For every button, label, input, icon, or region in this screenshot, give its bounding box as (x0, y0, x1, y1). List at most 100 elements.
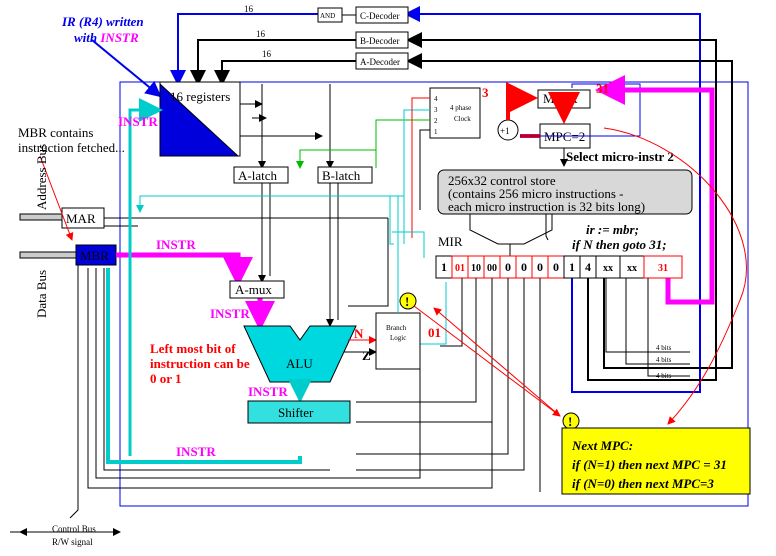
exclaim-text-1: ! (405, 294, 409, 309)
register-out-lines (240, 84, 334, 169)
mir-field-value: 0 (553, 260, 559, 274)
datapath-frame (119, 81, 749, 507)
b-decoder-box (355, 31, 409, 49)
mbr-contains-2: instruction fetched... (18, 140, 125, 155)
ir-mbr-line2: if N then goto 31; (572, 237, 667, 252)
next-mpc-title: Next MPC: (571, 438, 633, 453)
ir-written-arrow (91, 39, 162, 98)
control-bus-label-1: Control Bus (52, 524, 96, 534)
mir-field-value: xx (603, 263, 613, 274)
bits-label-3: 4 bits (656, 372, 672, 380)
left-most-3: 0 or 1 (150, 371, 182, 386)
mir-field-value: 1 (441, 260, 447, 274)
latch-down-lines (258, 183, 339, 327)
mir-field-value: 00 (487, 263, 497, 274)
control-store-box (437, 169, 693, 215)
next-mpc-line2: if (N=0) then next MPC=3 (572, 476, 714, 491)
exclaim-text-2: ! (568, 414, 572, 429)
shifter-box (247, 400, 351, 424)
a-decoder-width: 16 (262, 49, 272, 59)
bus-lines (10, 213, 388, 536)
control-store-funnel (469, 214, 553, 256)
clock-label-1: 4 phase (450, 104, 471, 112)
b-decoder-label: B-Decoder (360, 36, 399, 46)
a-latch-box (233, 166, 289, 184)
c-decoder-width: 16 (244, 4, 254, 14)
next-mpc-line1: if (N=1) then next MPC = 31 (572, 457, 727, 472)
ir-written-label-1: IR (R4) written (61, 14, 144, 29)
c-decoder-box (355, 6, 409, 24)
plus-one-label: +1 (500, 126, 510, 136)
clock-lines (136, 97, 430, 238)
alu-n-label: N (354, 326, 364, 341)
a-latch-label: A-latch (238, 168, 277, 183)
clock-box (429, 87, 481, 139)
mmux-lines (506, 82, 641, 167)
instr-label-4: INSTR (248, 384, 288, 399)
c-decoder-label: C-Decoder (360, 11, 399, 21)
branch-logic-label-1: Branch (386, 324, 407, 332)
clock-phase-2: 2 (434, 117, 438, 125)
clock-label-2: Clock (454, 115, 471, 123)
mir-field-value: 01 (455, 263, 465, 274)
clock-phase-4: 4 (434, 95, 438, 103)
b-decoder-width: 16 (256, 29, 266, 39)
a-mux-label: A-mux (235, 282, 272, 297)
alu-label: ALU (286, 356, 313, 371)
left-most-2: instruction can be (150, 356, 250, 371)
control-store-line3: each micro instruction is 32 bits long) (448, 199, 645, 214)
bits-label-2: 4 bits (656, 356, 672, 364)
mir-field-value: 0 (521, 260, 527, 274)
alu-shape (243, 325, 357, 383)
branch-logic-label-2: Logic (390, 334, 406, 342)
mir-field-value: 10 (471, 263, 481, 274)
register-file (159, 81, 241, 157)
mir-field-value: 0 (505, 260, 511, 274)
mir-field-value: 4 (585, 260, 591, 274)
mbr-label: MBR (80, 248, 109, 263)
instr-label-1: INSTR (118, 114, 158, 129)
decoder-lines (170, 6, 733, 393)
data-bus-label: Data Bus (34, 270, 49, 318)
branch-01-label: 01 (428, 325, 441, 340)
clock-phase-1: 1 (434, 128, 438, 136)
address-bus-label: Address Bus (34, 144, 49, 210)
red-pointer-lines (413, 127, 747, 425)
mbr-contains-arrow (39, 155, 74, 241)
control-store-line1: 256x32 control store (448, 173, 556, 188)
b-latch-box (317, 166, 373, 184)
mar-label: MAR (66, 211, 96, 226)
mir-label: MIR (438, 234, 463, 249)
mir-field-value: 1 (569, 260, 575, 274)
a-decoder-label: A-Decoder (360, 57, 400, 67)
ir-mbr-line1: ir := mbr; (586, 222, 639, 237)
instr-label-2: INSTR (156, 237, 196, 252)
instr-label-3: INSTR (210, 306, 250, 321)
mmux-31-label: 31 (596, 81, 609, 96)
mir-field-value: xx (627, 263, 637, 274)
a-decoder-box (355, 52, 409, 70)
bits-label-1: 4 bits (656, 344, 672, 352)
registers-label: 16 registers (170, 89, 230, 104)
shifter-label: Shifter (278, 405, 314, 420)
mir-field-value: 0 (537, 260, 543, 274)
mmux-label: Mmux (543, 91, 578, 106)
mir-field-value: 31 (658, 263, 668, 274)
left-most-1: Left most bit of (150, 341, 236, 356)
control-bus-label-2: R/W signal (52, 537, 93, 547)
select-micro-label: Select micro-instr 2 (566, 149, 674, 164)
clock-phase-3: 3 (434, 106, 438, 114)
a-mux-box (229, 280, 285, 299)
ir-written-label-2: with INSTR (74, 30, 139, 45)
mmux-3-label: 3 (482, 85, 489, 100)
mbr-contains-1: MBR contains (18, 125, 93, 140)
alu-z-label: Z (362, 348, 371, 363)
control-store-line2: (contains 256 micro instructions - (448, 186, 623, 201)
branch-logic-box (375, 312, 421, 370)
b-latch-label: B-latch (322, 168, 361, 183)
mir-field-cell (643, 255, 683, 279)
instr-label-5: INSTR (176, 444, 216, 459)
exclaim-marker-1 (399, 292, 417, 310)
next-mpc-note (561, 427, 751, 495)
